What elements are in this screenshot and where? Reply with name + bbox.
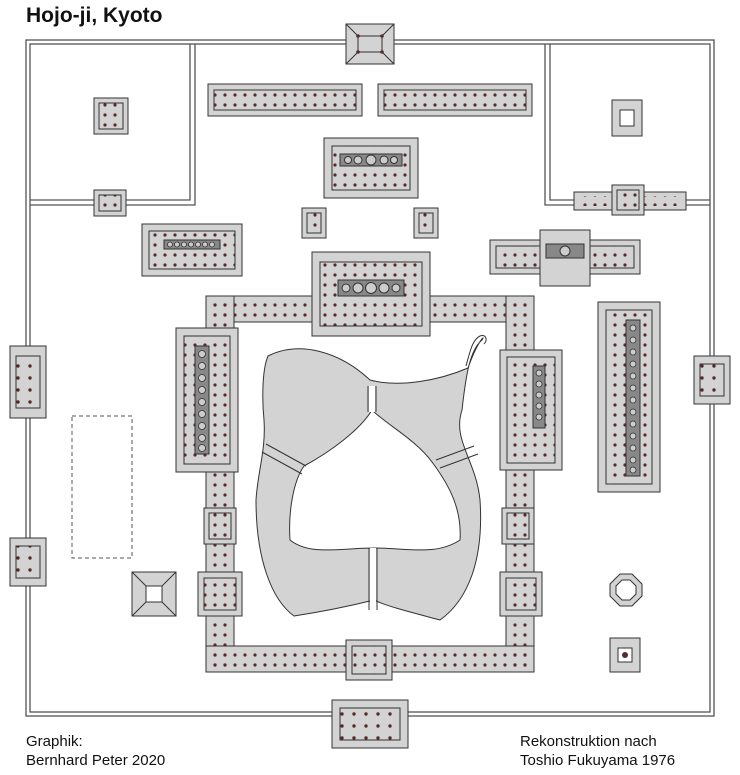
ne-gallery [573, 184, 687, 216]
lecture-hall [323, 137, 419, 199]
cloister-pavilions [197, 507, 543, 681]
reconstruction-credit: Rekonstruktion nach Toshio Fukuyama 1976 [520, 732, 675, 770]
ne-pavilion [611, 99, 643, 137]
golden-hall [311, 251, 431, 337]
graphic-label: Graphik: [26, 733, 83, 750]
reconstruction-author: Toshio Fukuyama 1976 [520, 752, 676, 769]
east-gate [693, 355, 731, 405]
diagram-title: Hojo-ji, Kyoto [26, 4, 163, 27]
tower-east [413, 207, 439, 239]
east-cross-hall [489, 229, 641, 287]
tower-west [301, 207, 327, 239]
west-upper-hall [141, 223, 243, 277]
north-gate [345, 23, 395, 65]
small-pagoda [609, 637, 641, 673]
courtyard-walls [30, 44, 710, 206]
west-gate-north [9, 345, 47, 419]
west-side-hall [175, 327, 239, 473]
west-gate-south [9, 537, 47, 587]
east-side-hall [499, 349, 563, 471]
sw-square-pavilion [131, 571, 177, 617]
reconstruction-label: Rekonstruktion nach [520, 733, 657, 750]
east-long-hall [597, 301, 661, 493]
north-hall-west [207, 83, 363, 117]
nw-pavilion [93, 97, 129, 135]
nw-courtyard-gate [93, 189, 127, 217]
south-gate [331, 699, 409, 749]
graphic-author: Bernhard Peter 2020 [26, 752, 166, 769]
pond [255, 335, 487, 621]
octagonal-hall [609, 573, 643, 607]
north-hall-east [377, 83, 533, 117]
graphic-credit: Graphik: Bernhard Peter 2020 [26, 732, 165, 770]
